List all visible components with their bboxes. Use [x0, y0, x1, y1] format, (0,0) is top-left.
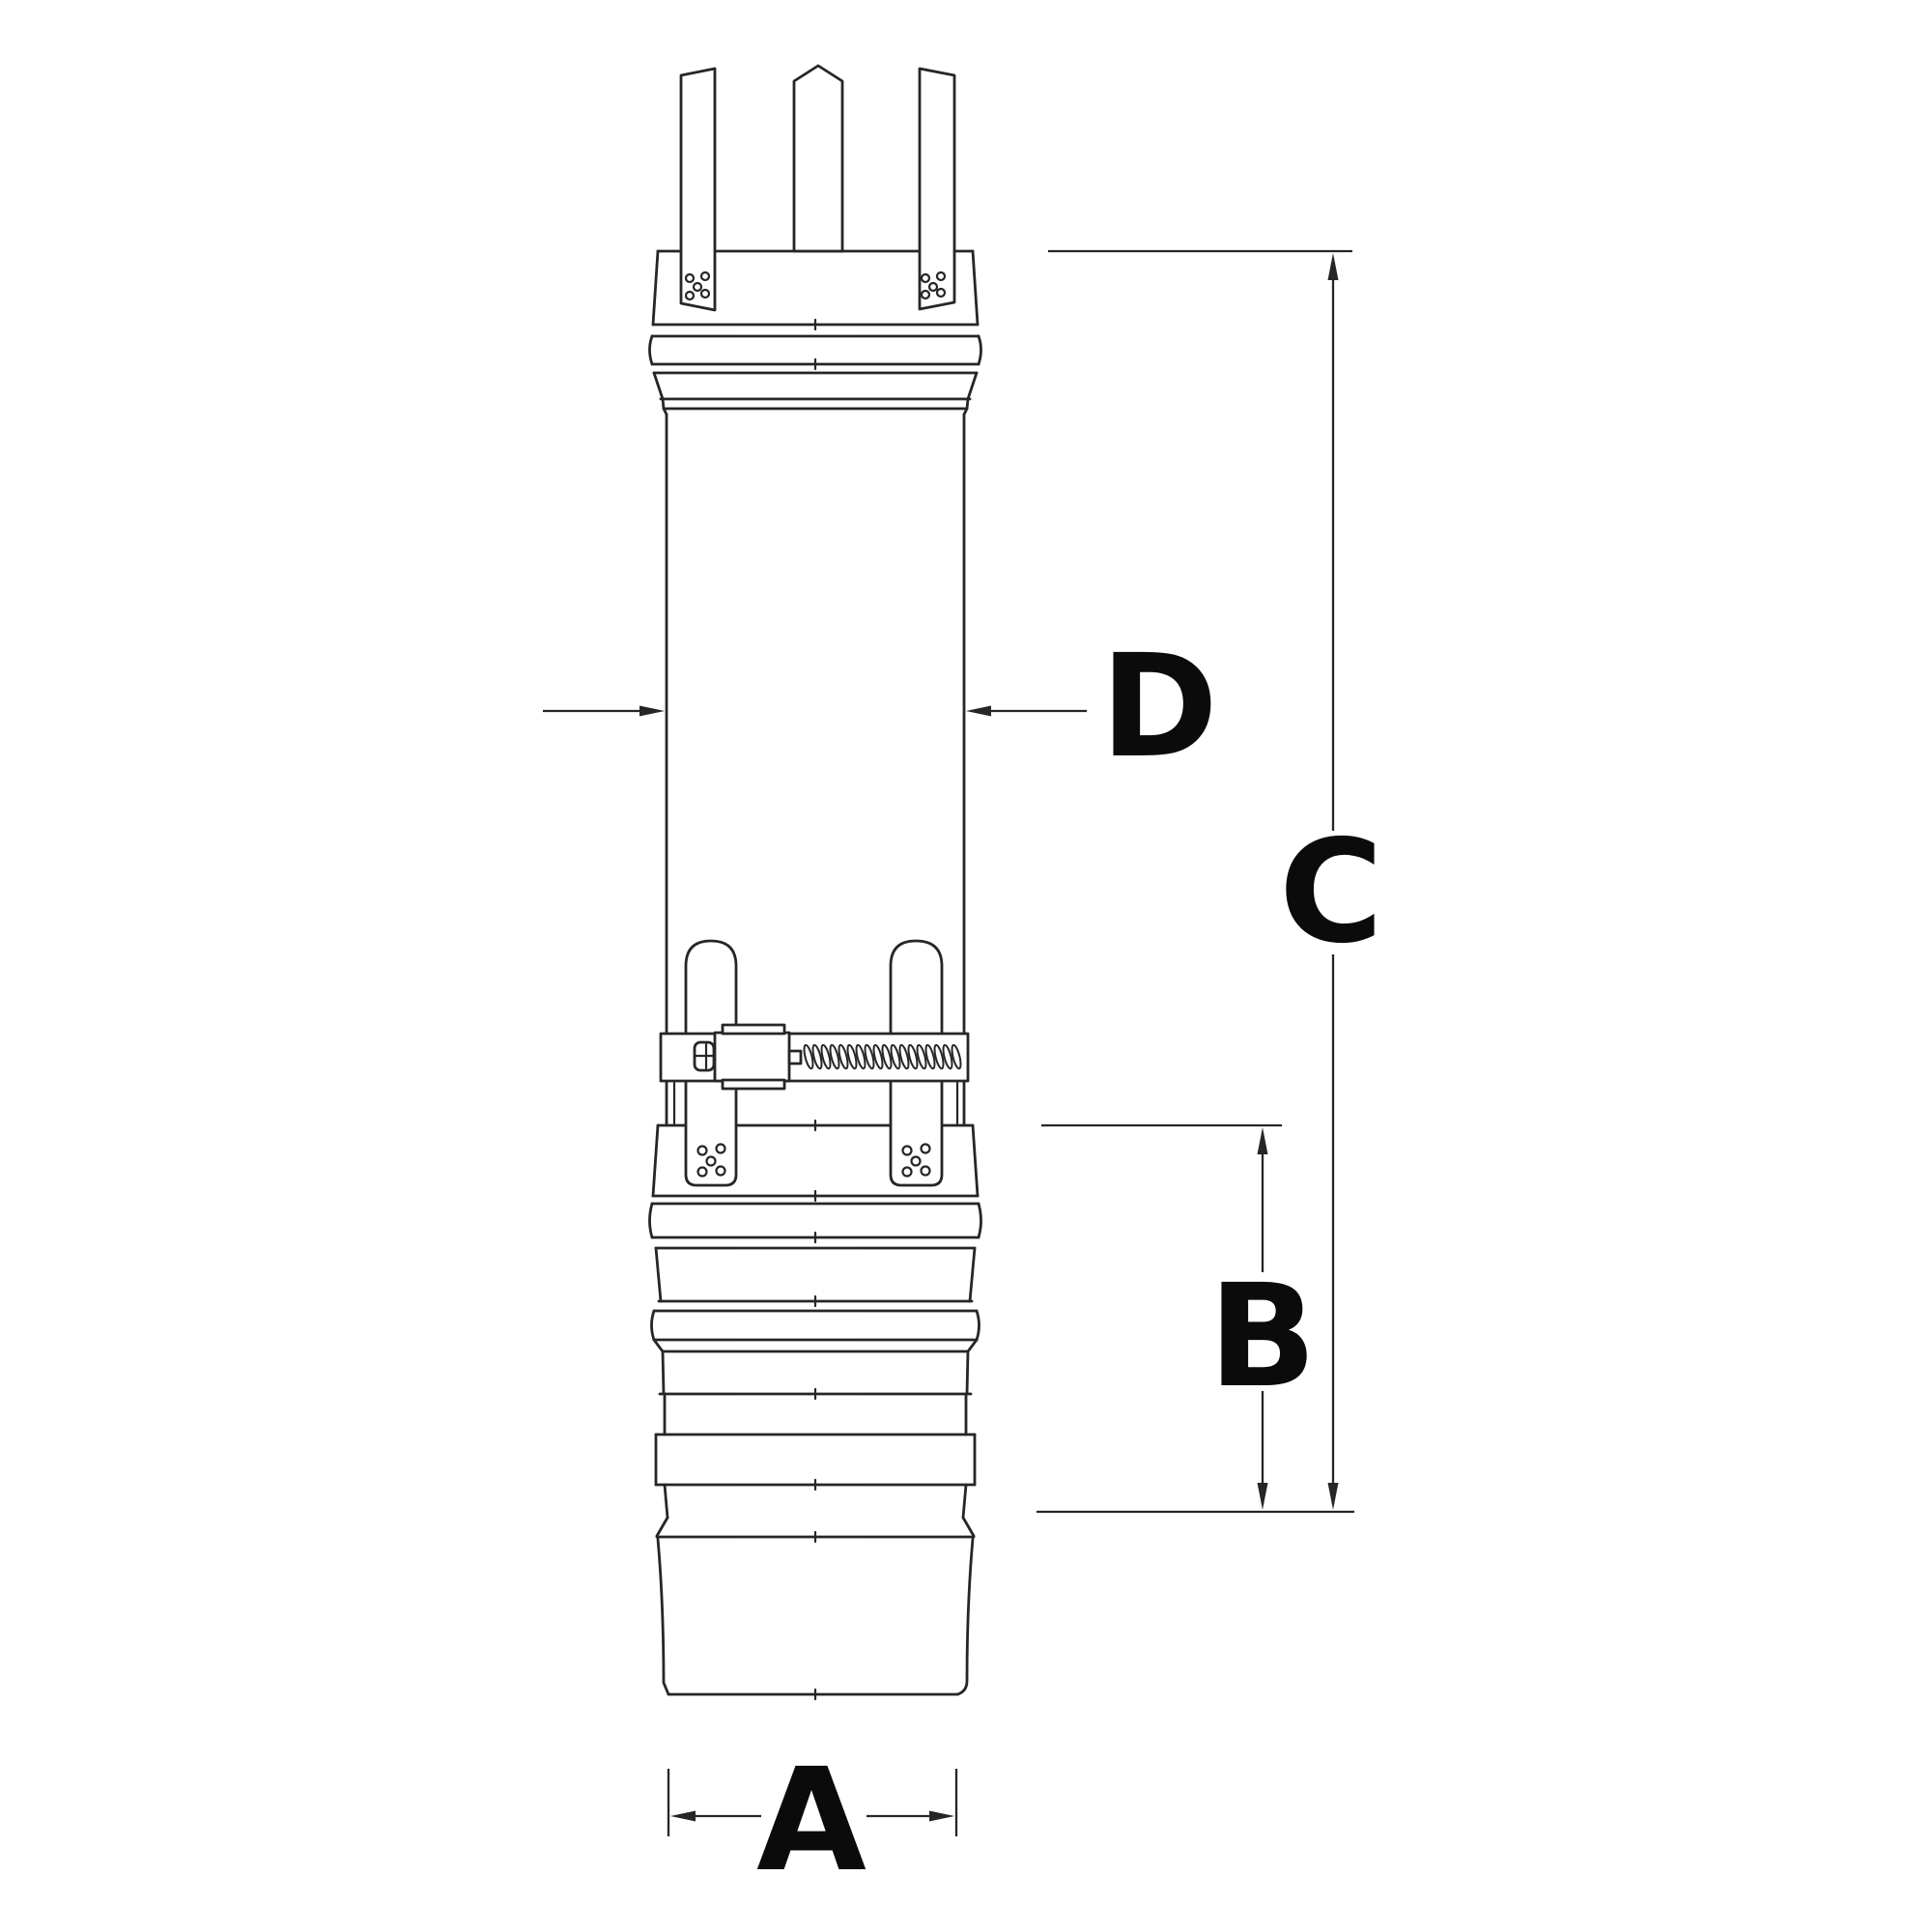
housing-top-tab: [721, 1023, 786, 1036]
bottom-tube: [656, 1537, 975, 1696]
arrow-a-left: [670, 1810, 696, 1822]
top-tab-right: [918, 67, 956, 311]
pipe-body: [665, 412, 966, 1126]
lower-hub: [648, 1123, 982, 1539]
arrow-d-right: [966, 705, 991, 717]
top-tab-left: [679, 67, 717, 312]
dimension-label-c: C: [1279, 810, 1383, 975]
dimension-lines: [543, 249, 1354, 1836]
dimension-label-d: D: [1100, 624, 1218, 789]
clamp-band-bracket: [787, 1049, 803, 1065]
clamp-serrations: [803, 1043, 962, 1070]
arrow-b-up: [1257, 1127, 1268, 1154]
arrow-c-up: [1327, 253, 1339, 280]
clamp-screw-head: [693, 1040, 716, 1072]
part-outline: [648, 249, 982, 1701]
support-strap-rivets: [696, 1143, 931, 1178]
dimension-labels: A B C D: [756, 624, 1383, 1903]
dimension-arrowheads: [639, 253, 1339, 1822]
dimension-label-b: B: [1208, 1254, 1317, 1419]
arrow-a-right: [929, 1810, 954, 1822]
top-tab-middle: [792, 64, 844, 253]
top-locking-tabs: [679, 64, 956, 312]
worm-screw-housing: [713, 1031, 791, 1083]
top-tab-rivets: [684, 270, 947, 301]
housing-bottom-tab: [721, 1078, 786, 1091]
arrow-b-down: [1257, 1483, 1268, 1510]
dimension-label-a: A: [756, 1738, 867, 1903]
upper-collar: [648, 249, 982, 416]
arrow-c-down: [1327, 1483, 1339, 1510]
arrow-d-left: [639, 705, 665, 717]
hose-clamp: [659, 1023, 970, 1091]
